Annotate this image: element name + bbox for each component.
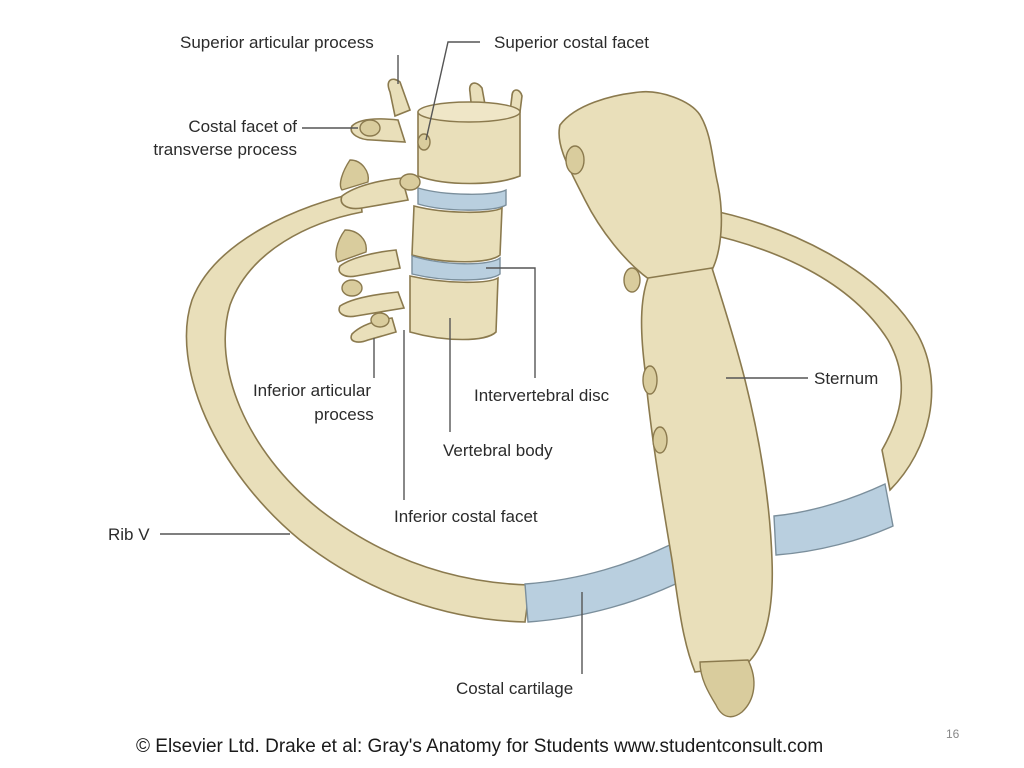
label-costal-facet-transverse-line1: Costal facet of: [188, 117, 297, 136]
label-vertebral-body: Vertebral body: [443, 441, 553, 460]
rib-v: [186, 192, 931, 622]
costal-cartilage-right: [774, 484, 893, 555]
costal-cartilage-left: [525, 540, 688, 622]
label-sternum: Sternum: [814, 369, 878, 388]
label-inferior-costal-facet: Inferior costal facet: [394, 507, 538, 526]
copyright-credit: © Elsevier Ltd. Drake et al: Gray's Anat…: [136, 736, 823, 757]
label-inferior-articular-line2: process: [314, 405, 374, 424]
label-superior-costal-facet: Superior costal facet: [494, 33, 649, 52]
vertebral-column: [336, 79, 522, 342]
label-inferior-articular-line1: Inferior articular: [253, 381, 371, 400]
label-costal-cartilage: Costal cartilage: [456, 679, 573, 698]
label-rib-v: Rib V: [108, 525, 150, 544]
label-superior-articular-process: Superior articular process: [180, 33, 374, 52]
label-costal-facet-transverse-line2: transverse process: [153, 140, 297, 159]
page-number: 16: [946, 727, 960, 741]
label-intervertebral-disc: Intervertebral disc: [474, 386, 610, 405]
